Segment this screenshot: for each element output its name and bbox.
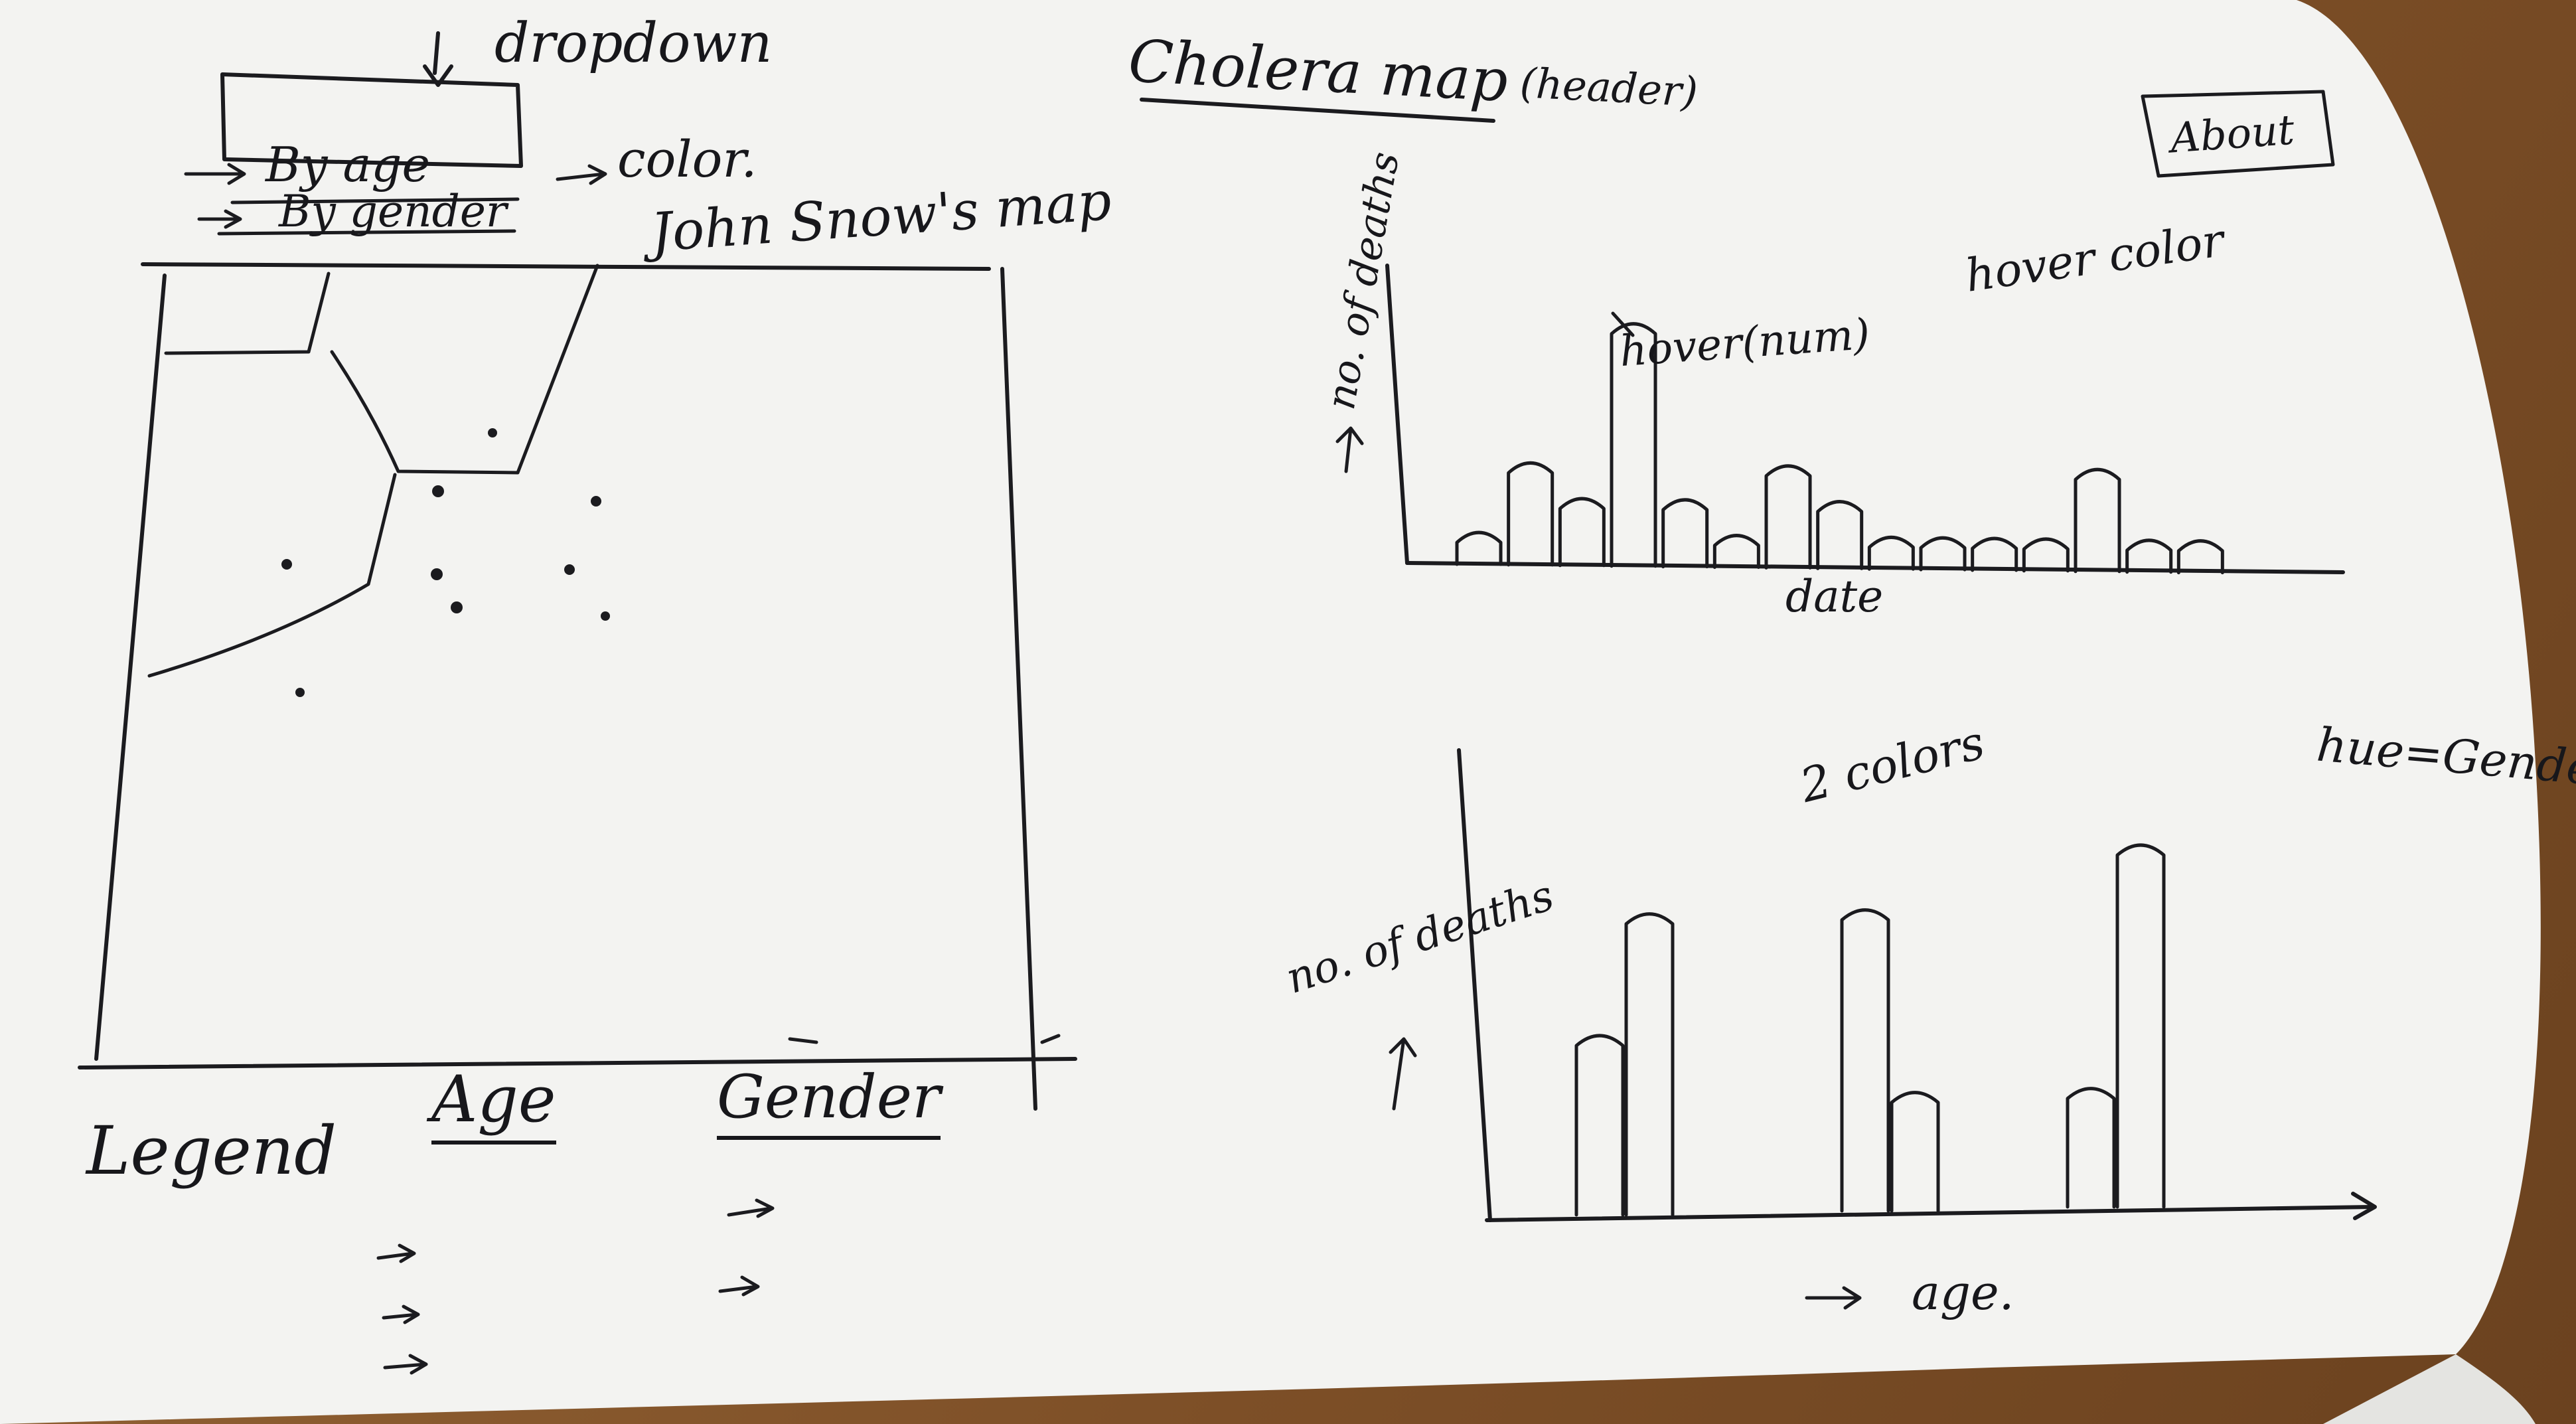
age-bar[interactable] [2115,843,2166,1209]
age-bar[interactable] [1890,1091,1940,1213]
date-bar[interactable] [1661,498,1709,569]
date-bar[interactable] [2125,538,2173,574]
legend-gender-heading: Gender [717,1062,941,1140]
dropdown-note: dropdown [494,12,773,75]
date-bar[interactable] [1816,500,1864,570]
date-bar[interactable] [2176,539,2224,575]
header-note: (header) [1519,58,1699,116]
date-bar[interactable] [1764,464,1812,570]
option-by-gender[interactable]: By gender [279,186,507,237]
legend-age-heading: Age [431,1062,556,1145]
date-bar[interactable] [1558,497,1606,568]
date-bar[interactable] [1971,536,2018,572]
about-button-outline [2141,90,2335,178]
age-x-label: age. [1912,1265,2014,1320]
legend-label: Legend [86,1112,337,1190]
age-bar[interactable] [1624,912,1675,1217]
option-by-age[interactable]: By age [265,137,431,193]
date-bar[interactable] [1507,461,1554,567]
date-bar[interactable] [1712,534,1760,569]
date-bar[interactable] [1455,530,1503,566]
date-bar[interactable] [1867,535,1915,571]
date-bar[interactable] [2022,537,2070,573]
about-button[interactable]: About [2168,105,2296,163]
date-bar[interactable] [1610,322,1657,568]
age-bar[interactable] [1574,1034,1625,1217]
age-bar[interactable] [1840,908,1890,1213]
age-bar[interactable] [2066,1087,2116,1209]
timeline-x-label: date [1785,571,1884,622]
date-bar[interactable] [2074,467,2121,574]
date-bar[interactable] [1919,536,1967,572]
color-note: color. [617,129,757,189]
